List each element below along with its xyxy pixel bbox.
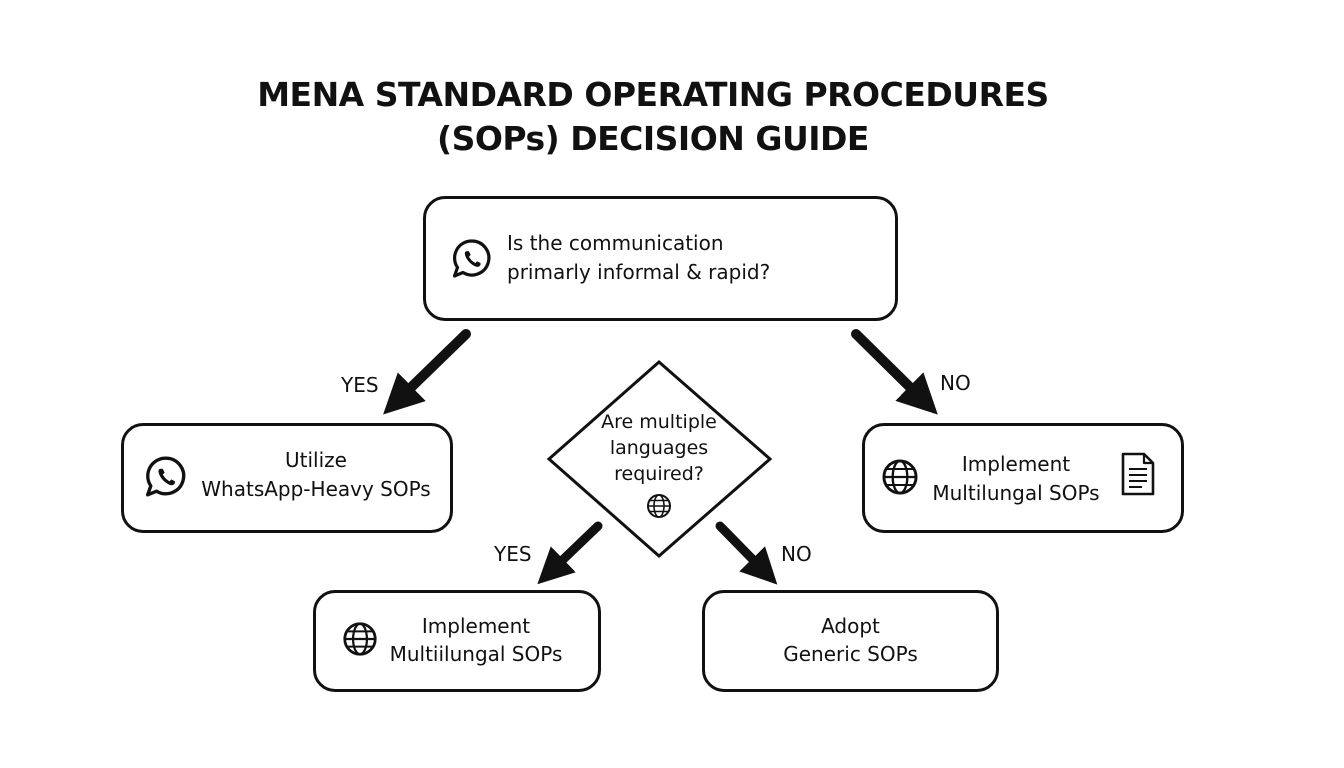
result-box-generic	[702, 590, 999, 692]
result-multilingual-right-line-1: Implement	[961, 452, 1071, 476]
result-generic-line-2: Generic SOPs	[783, 642, 918, 666]
decision-communication-line-1: Is the communication	[507, 231, 724, 255]
result-multilingual-right-line-2: Multilungal SOPs	[932, 481, 1100, 505]
diagram-title-line-2: (SOPs) DECISION GUIDE	[437, 119, 869, 158]
diagram-title-line-1: MENA STANDARD OPERATING PROCEDURES	[257, 75, 1049, 114]
result-whatsapp-line-1: Utilize	[285, 448, 347, 472]
decision-languages-line-2: languages	[609, 437, 709, 459]
result-generic-line-1: Adopt	[821, 614, 880, 638]
arrow-lower-yes	[537, 521, 603, 585]
result-box-multilingual-bottom	[313, 590, 601, 692]
globe-icon	[343, 622, 377, 656]
decision-languages-line-3: required?	[614, 463, 704, 485]
arrow-top-no	[851, 329, 938, 415]
arrow-lower-no	[715, 521, 778, 585]
result-whatsapp-line-2: WhatsApp-Heavy SOPs	[201, 477, 431, 501]
decision-languages-line-1: Are multiple	[601, 411, 717, 433]
edge-label-top-no: NO	[940, 371, 971, 395]
edge-label-lower-yes: YES	[494, 542, 532, 566]
edge-label-top-yes: YES	[341, 373, 379, 397]
arrow-top-yes	[383, 329, 471, 415]
result-multilingual-bottom-line-1: Implement	[421, 614, 531, 638]
whatsapp-icon	[452, 239, 491, 278]
decision-box-communication	[423, 196, 898, 321]
decision-communication-line-2: primarly informal & rapid?	[507, 260, 771, 284]
whatsapp-icon	[145, 456, 186, 497]
result-box-whatsapp	[121, 423, 453, 533]
globe-icon	[647, 494, 671, 518]
edge-label-lower-no: NO	[781, 542, 812, 566]
decision-diamond-languages	[546, 360, 773, 558]
globe-icon	[882, 459, 918, 495]
document-icon	[1121, 452, 1155, 496]
result-multilingual-bottom-line-2: Multiilungal SOPs	[389, 642, 563, 666]
